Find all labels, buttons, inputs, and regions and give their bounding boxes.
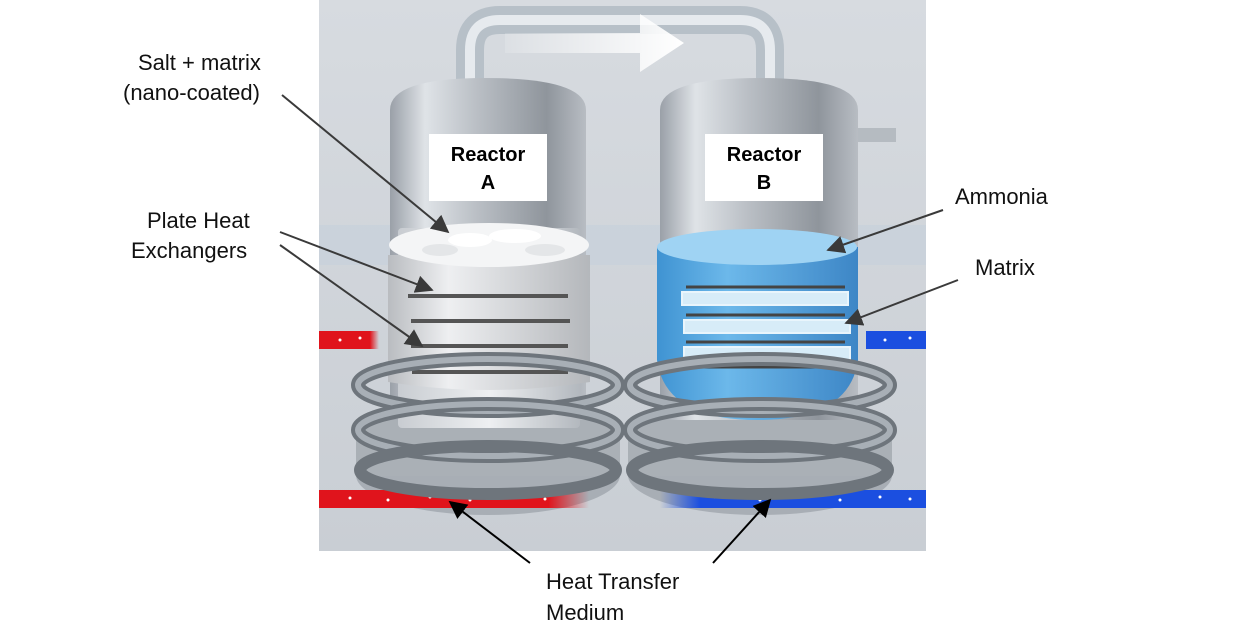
reactor-b-title-box xyxy=(705,134,823,201)
plate-heat-label-line1: Plate Heat xyxy=(147,208,250,233)
plate-callout-1 xyxy=(279,231,434,293)
plate-callout-2 xyxy=(279,244,424,348)
reactor-a-title-box xyxy=(429,134,547,201)
reactor-b-title-line1: Reactor xyxy=(727,144,802,166)
matrix-callout xyxy=(844,279,959,326)
side-nozzle xyxy=(858,128,896,142)
plate-heat-exchangers-a xyxy=(408,294,570,374)
ammonia-label: Ammonia xyxy=(955,184,1048,209)
ammonia-callout xyxy=(826,209,944,254)
heat-transfer-label-line1: Heat Transfer xyxy=(546,569,680,594)
plate-heat-label-line2: Exchangers xyxy=(131,238,248,263)
matrix-label: Matrix xyxy=(975,255,1035,280)
salt-matrix-label-line1: Salt + matrix xyxy=(138,50,261,75)
reactor-a-title-line1: Reactor xyxy=(451,144,526,166)
reactor-b-title-line2: B xyxy=(757,172,771,194)
salt-surface xyxy=(389,223,589,267)
flow-arrow xyxy=(505,14,684,72)
reactor-a-title-line2: A xyxy=(481,172,495,194)
coil-b xyxy=(623,352,897,500)
ammonia-surface xyxy=(657,229,857,265)
htm-callout-right xyxy=(712,498,772,564)
coil-a xyxy=(351,352,625,500)
callout-lines xyxy=(279,94,959,564)
salt-matrix-label-line2: (nano-coated) xyxy=(123,80,260,105)
salt-callout xyxy=(281,94,450,234)
htm-callout-left xyxy=(448,500,531,564)
heat-transfer-label-line2: Medium xyxy=(546,600,625,625)
